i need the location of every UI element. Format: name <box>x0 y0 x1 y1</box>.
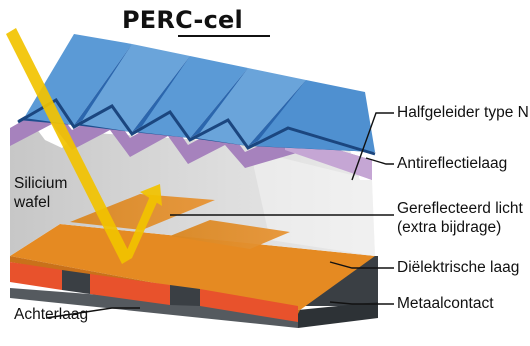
label-metal-contact: Metaalcontact <box>397 295 494 312</box>
page-title: PERC-cel <box>122 6 243 34</box>
label-antireflection: Antireflectielaag <box>397 155 508 172</box>
label-reflected-line1: Gereflecteerd licht <box>397 200 523 217</box>
n-type-layer <box>17 34 376 156</box>
label-back-layer: Achterlaag <box>14 306 89 323</box>
leader-lines <box>45 112 394 319</box>
label-dielectric: Diëlektrische laag <box>397 259 520 276</box>
label-reflected-line2: (extra bijdrage) <box>397 219 502 236</box>
label-n-type: Halfgeleider type N <box>397 104 529 121</box>
contact-strips <box>10 262 298 322</box>
light-ray-arrow <box>6 28 162 264</box>
label-silicon-line1: Silicium <box>14 175 68 192</box>
label-silicon-line2: wafel <box>14 194 51 211</box>
